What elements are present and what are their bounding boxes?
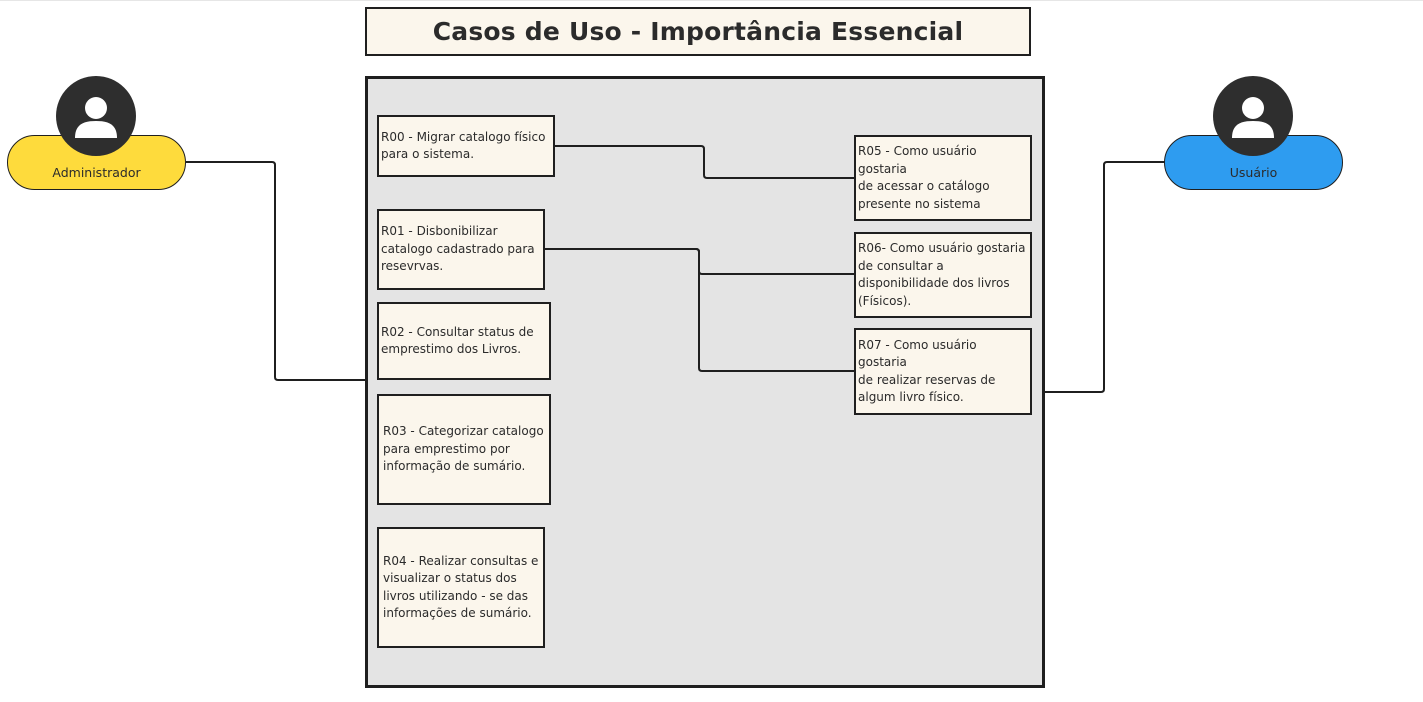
use-case-r03-text: R03 - Categorizar catalogo para empresti… (383, 424, 544, 474)
use-case-r04-text: R04 - Realizar consultas e visualizar o … (383, 553, 539, 621)
user-avatar-icon (75, 97, 117, 138)
use-case-r07-text: R07 - Como usuário gostaria de realizar … (858, 337, 996, 405)
user-connector (1042, 161, 1165, 393)
use-case-r00-text: R00 - Migrar catalogo físico para o sist… (381, 129, 546, 162)
user-avatar-icon (1232, 97, 1274, 138)
use-case-r01-text: R01 - Disbonibilizar catalogo cadastrado… (381, 224, 535, 274)
actor-admin[interactable]: Administrador (7, 135, 186, 190)
actor-user-avatar (1213, 76, 1293, 156)
top-divider (0, 0, 1423, 1)
use-case-r04[interactable]: R04 - Realizar consultas e visualizar o … (377, 527, 545, 648)
use-case-r07[interactable]: R07 - Como usuário gostaria de realizar … (854, 328, 1032, 415)
admin-connector (186, 161, 366, 381)
use-case-r06[interactable]: R06- Como usuário gostaria de consultar … (854, 232, 1032, 318)
use-case-r05-text: R05 - Como usuário gostaria de acessar o… (858, 144, 990, 211)
actor-admin-avatar (56, 76, 136, 156)
link-r00-r05 (555, 145, 855, 179)
use-case-r01[interactable]: R01 - Disbonibilizar catalogo cadastrado… (377, 209, 545, 290)
actor-admin-label: Administrador (52, 165, 141, 180)
use-case-r02[interactable]: R02 - Consultar status de emprestimo dos… (377, 302, 551, 380)
use-case-r05[interactable]: R05 - Como usuário gostaria de acessar o… (854, 135, 1032, 221)
use-case-r06-text: R06- Como usuário gostaria de consultar … (858, 241, 1026, 308)
link-r01-r07 (695, 248, 855, 372)
diagram-title-text: Casos de Uso - Importância Essencial (432, 17, 964, 46)
actor-user-label: Usuário (1229, 165, 1278, 180)
use-case-r02-text: R02 - Consultar status de emprestimo dos… (381, 324, 534, 357)
use-case-r00[interactable]: R00 - Migrar catalogo físico para o sist… (377, 115, 555, 177)
diagram-title: Casos de Uso - Importância Essencial (365, 7, 1031, 56)
use-case-r03[interactable]: R03 - Categorizar catalogo para empresti… (377, 394, 551, 505)
